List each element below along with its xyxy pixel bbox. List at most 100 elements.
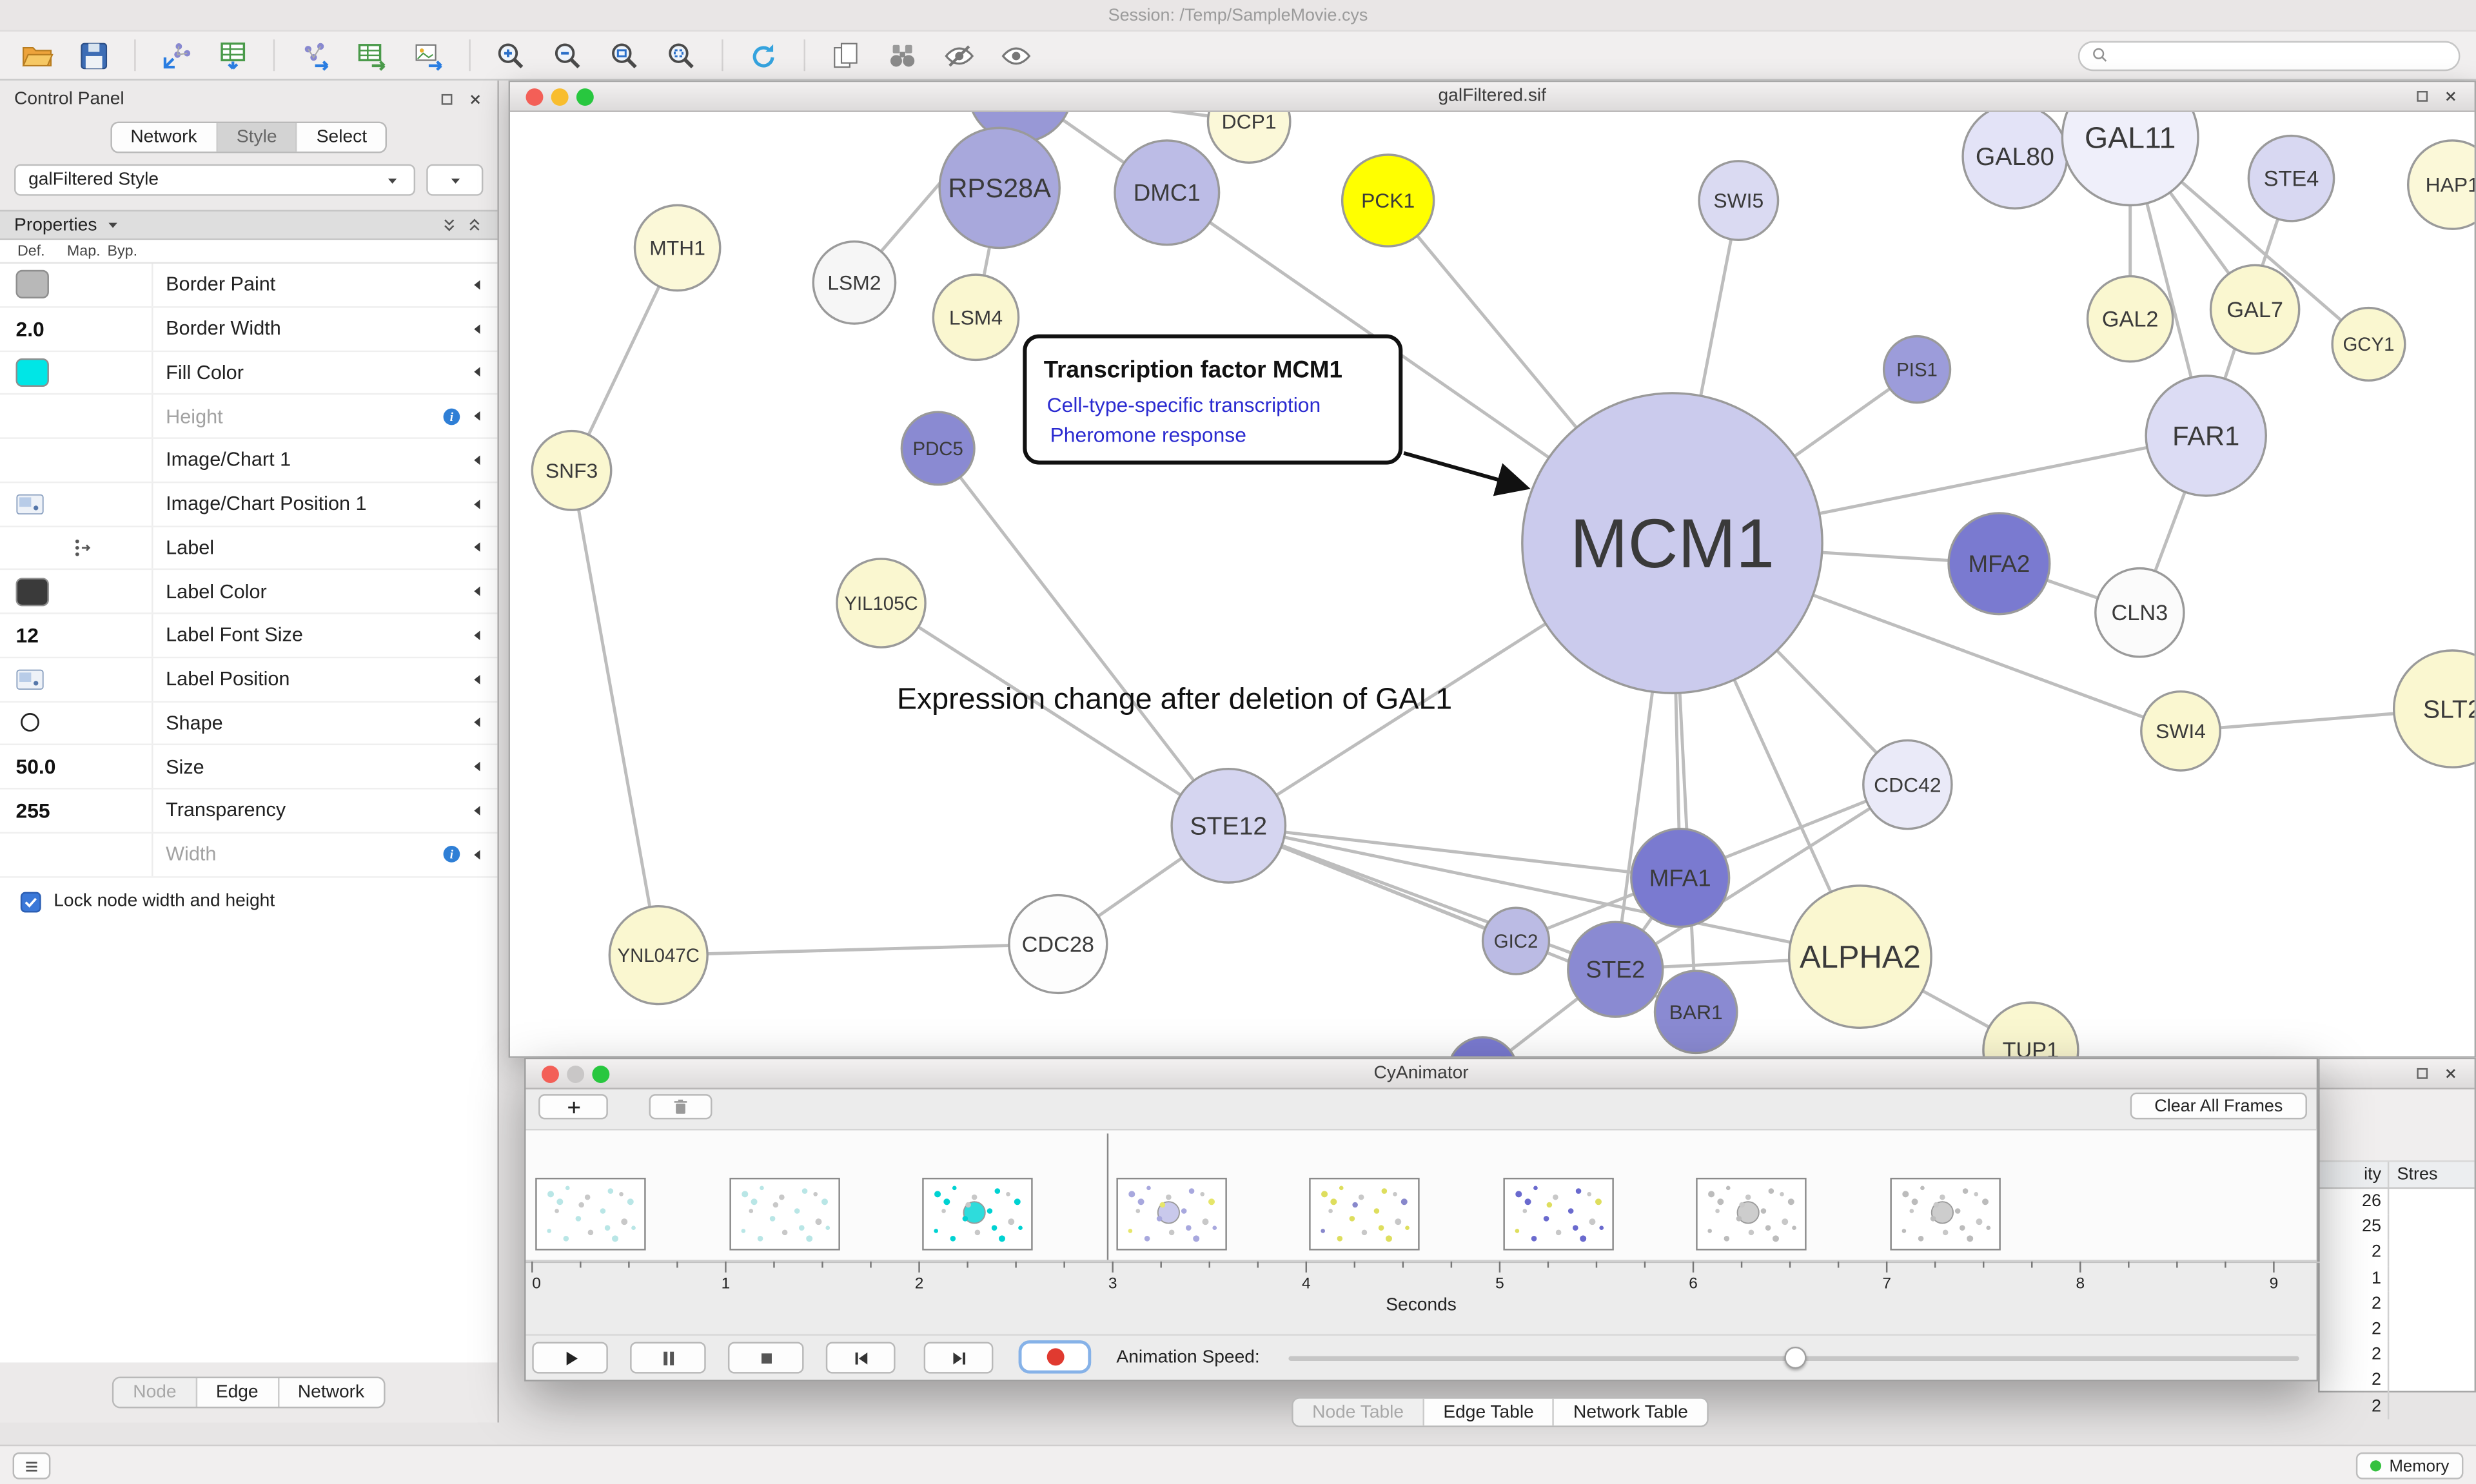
node-GAL80[interactable]: GAL80 bbox=[1961, 112, 2068, 210]
pause-button[interactable] bbox=[630, 1342, 706, 1374]
node-LSM2[interactable]: LSM2 bbox=[812, 240, 897, 325]
table-tab-edge-table[interactable]: Edge Table bbox=[1424, 1398, 1555, 1426]
node-YNL047C[interactable]: YNL047C bbox=[608, 905, 709, 1006]
node-FAR1[interactable]: FAR1 bbox=[2145, 375, 2268, 497]
bypass-cell[interactable] bbox=[108, 789, 152, 832]
lock-node-size-row[interactable]: Lock node width and height bbox=[0, 877, 497, 926]
close-animator-icon[interactable] bbox=[542, 1064, 559, 1082]
expand-row-icon[interactable] bbox=[463, 759, 498, 774]
bypass-cell[interactable] bbox=[108, 702, 152, 745]
slider-knob[interactable] bbox=[1783, 1346, 1806, 1369]
table-row[interactable]: 2 bbox=[2320, 1367, 2475, 1394]
record-button[interactable] bbox=[1018, 1340, 1092, 1374]
frame-thumbnail-2[interactable] bbox=[922, 1177, 1033, 1251]
node-CUT2[interactable] bbox=[1448, 1036, 1518, 1057]
edge-STE12-STE2[interactable] bbox=[1228, 824, 1616, 971]
attribute-tab-edge[interactable]: Edge bbox=[197, 1378, 279, 1407]
node-PCK1[interactable]: PCK1 bbox=[1341, 153, 1435, 248]
canvas-caption[interactable]: Expression change after deletion of GAL1 bbox=[897, 682, 1452, 716]
node-CDC28[interactable]: CDC28 bbox=[1008, 893, 1108, 995]
expand-row-icon[interactable] bbox=[463, 322, 498, 336]
node-GIC2[interactable]: GIC2 bbox=[1481, 906, 1551, 975]
bypass-cell[interactable] bbox=[108, 439, 152, 482]
node-HAP1[interactable]: HAP1 bbox=[2407, 139, 2475, 230]
bypass-cell[interactable] bbox=[108, 614, 152, 657]
default-value-cell[interactable]: 12 bbox=[0, 623, 60, 647]
node-GAL2[interactable]: GAL2 bbox=[2086, 275, 2174, 363]
frame-thumbnail-7[interactable] bbox=[1890, 1177, 2001, 1251]
close-panel-icon[interactable] bbox=[467, 91, 483, 106]
save-button[interactable] bbox=[73, 35, 115, 76]
bypass-cell[interactable] bbox=[108, 746, 152, 788]
node-LSM4[interactable]: LSM4 bbox=[932, 273, 1020, 362]
property-row-border-paint[interactable]: Border Paint bbox=[0, 263, 498, 308]
minimize-animator-icon[interactable] bbox=[567, 1064, 585, 1082]
expand-row-icon[interactable] bbox=[463, 278, 498, 292]
node-GCY1[interactable]: GCY1 bbox=[2331, 306, 2406, 382]
animation-speed-slider[interactable] bbox=[1288, 1342, 2299, 1374]
refresh-button[interactable] bbox=[742, 35, 785, 76]
frame-thumbnail-0[interactable] bbox=[535, 1177, 646, 1251]
skip-start-button[interactable] bbox=[825, 1342, 896, 1374]
info-icon[interactable]: i bbox=[440, 843, 462, 865]
edge-PDC5-STE12[interactable] bbox=[936, 447, 1230, 827]
node-MFA1[interactable]: MFA1 bbox=[1630, 828, 1731, 928]
lock-checkbox[interactable] bbox=[20, 891, 41, 912]
default-value-cell[interactable]: 255 bbox=[0, 799, 60, 823]
node-SLT2[interactable]: SLT2 bbox=[2392, 649, 2475, 768]
tab-style[interactable]: Style bbox=[217, 123, 298, 152]
close-table-icon[interactable] bbox=[2443, 1066, 2459, 1081]
node-BAR1[interactable]: BAR1 bbox=[1653, 970, 1738, 1055]
tab-select[interactable]: Select bbox=[316, 128, 368, 147]
table-panel-titlebar[interactable] bbox=[2319, 1059, 2475, 1089]
style-options-button[interactable] bbox=[426, 164, 484, 196]
properties-header[interactable]: Properties bbox=[0, 210, 498, 240]
bypass-cell[interactable] bbox=[108, 264, 152, 306]
search-input[interactable] bbox=[2117, 46, 2448, 65]
column-header-stress[interactable]: Stres bbox=[2397, 1165, 2438, 1184]
table-row[interactable]: 1 bbox=[2320, 1265, 2475, 1291]
skip-end-button[interactable] bbox=[923, 1342, 994, 1374]
node-ALPHA2[interactable]: ALPHA2 bbox=[1787, 884, 1932, 1030]
expand-all-icon[interactable] bbox=[466, 217, 483, 234]
node-PIS1[interactable]: PIS1 bbox=[1882, 335, 1952, 404]
add-frame-button[interactable] bbox=[538, 1094, 608, 1120]
table-row[interactable]: 2 bbox=[2320, 1342, 2475, 1368]
edge-STE12-MFA1[interactable] bbox=[1228, 824, 1680, 880]
attribute-tab-network[interactable]: Network bbox=[297, 1383, 365, 1402]
import-network-button[interactable] bbox=[155, 35, 197, 76]
node-GAL7[interactable]: GAL7 bbox=[2209, 264, 2301, 355]
zoom-animator-icon[interactable] bbox=[592, 1064, 610, 1082]
zoom-window-icon[interactable] bbox=[576, 87, 594, 105]
property-row-shape[interactable]: Shape bbox=[0, 701, 498, 746]
delete-frame-button[interactable] bbox=[649, 1094, 712, 1120]
expand-row-icon[interactable] bbox=[463, 409, 498, 424]
float-panel-icon[interactable] bbox=[439, 91, 455, 106]
default-value-cell[interactable]: 2.0 bbox=[0, 317, 60, 340]
node-DMC1[interactable]: DMC1 bbox=[1114, 139, 1221, 246]
clear-all-frames-button[interactable]: Clear All Frames bbox=[2130, 1092, 2307, 1120]
import-table-button[interactable] bbox=[211, 35, 254, 76]
bypass-cell[interactable] bbox=[108, 571, 152, 613]
table-row[interactable]: 2 bbox=[2320, 1393, 2475, 1419]
export-network-button[interactable] bbox=[294, 35, 337, 76]
minimize-window-icon[interactable] bbox=[551, 87, 569, 105]
copy-button[interactable] bbox=[824, 35, 867, 76]
property-row-label-color[interactable]: Label Color bbox=[0, 570, 498, 614]
bypass-cell[interactable] bbox=[108, 351, 152, 394]
column-header-centrality[interactable]: ity bbox=[2320, 1162, 2390, 1187]
default-value-cell[interactable]: 50.0 bbox=[0, 755, 60, 779]
frame-thumbnail-6[interactable] bbox=[1696, 1177, 1807, 1251]
default-value-cell[interactable] bbox=[0, 667, 60, 691]
expand-row-icon[interactable] bbox=[463, 366, 498, 380]
close-network-icon[interactable] bbox=[2443, 88, 2459, 104]
expand-row-icon[interactable] bbox=[463, 628, 498, 642]
table-row[interactable]: 25 bbox=[2320, 1214, 2475, 1240]
hide-eye-button[interactable] bbox=[938, 35, 981, 76]
zoom-fit-button[interactable] bbox=[604, 35, 646, 76]
node-STE2[interactable]: STE2 bbox=[1567, 921, 1664, 1018]
edge-YNL047C-CDC28[interactable] bbox=[658, 942, 1058, 957]
